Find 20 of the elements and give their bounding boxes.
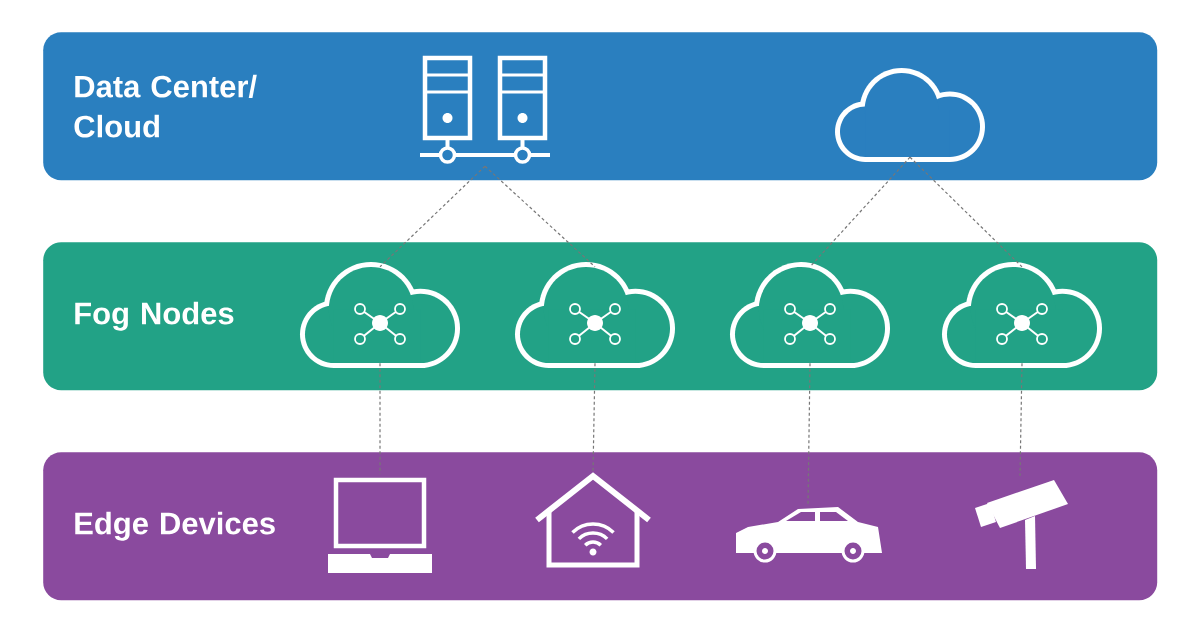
smart-home-icon bbox=[535, 472, 651, 568]
connector-line bbox=[1019, 362, 1023, 477]
car-icon bbox=[736, 507, 882, 563]
connector-line bbox=[379, 165, 486, 268]
server-rack-drawing bbox=[420, 55, 550, 164]
cloud-icon bbox=[835, 68, 985, 162]
fog-cloud-icon bbox=[300, 262, 460, 368]
fog-cloud-icon bbox=[942, 262, 1102, 368]
connector-line bbox=[809, 156, 911, 268]
fog-cloud-icon bbox=[515, 262, 675, 368]
connector-line bbox=[807, 362, 811, 506]
connector-line bbox=[484, 165, 596, 268]
layer-band: Edge Devices bbox=[43, 452, 1158, 601]
layer-band: Data Center/ Cloud bbox=[43, 32, 1158, 181]
laptop-icon bbox=[328, 477, 432, 573]
fog-cloud-icon bbox=[730, 262, 890, 368]
security-camera-icon bbox=[975, 480, 1068, 569]
connector-line bbox=[909, 156, 1023, 268]
connector-line bbox=[592, 362, 596, 473]
connector-line bbox=[379, 362, 381, 475]
